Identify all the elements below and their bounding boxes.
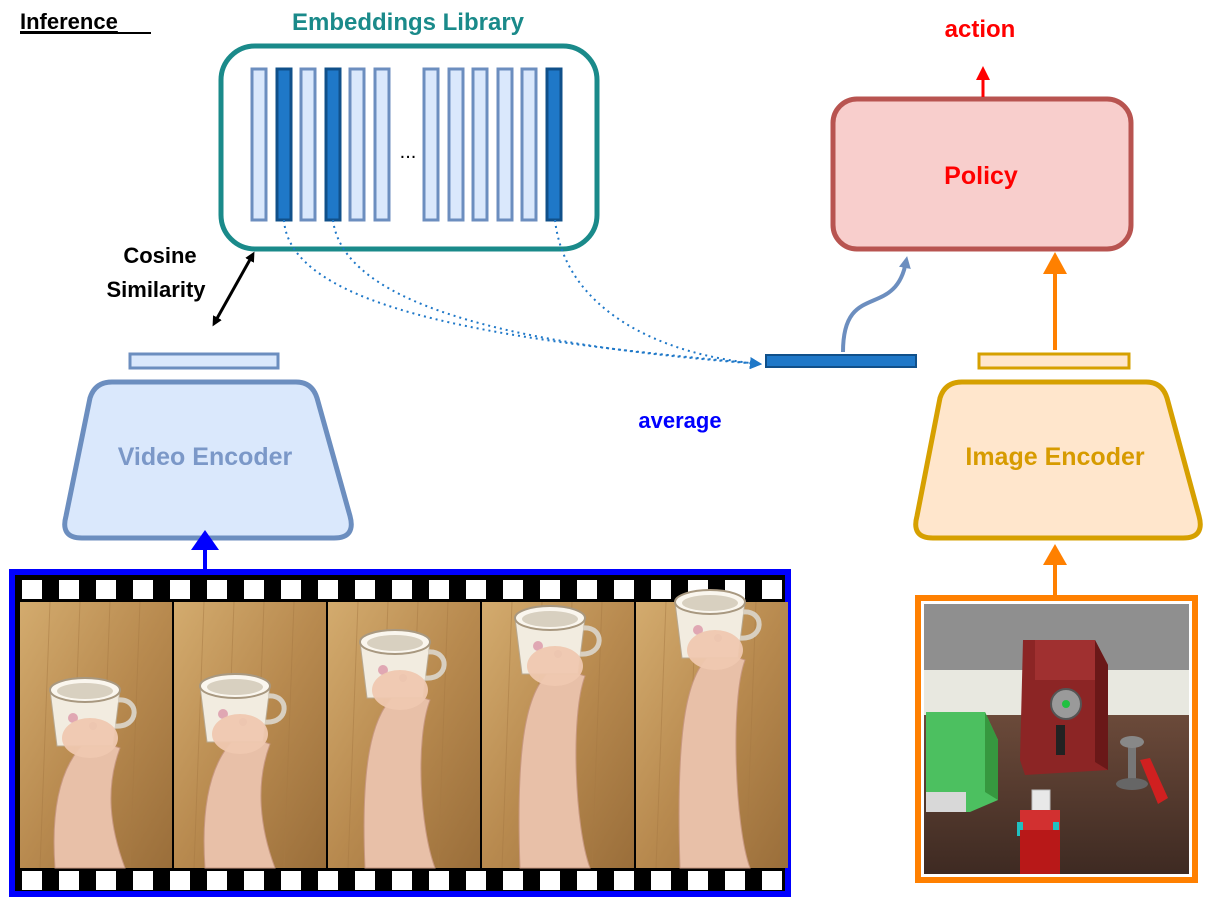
action-label: action [945,16,1016,43]
video-frame [636,589,788,869]
embeddings-library-label: Embeddings Library [292,9,525,36]
image-embedding-vector [977,352,1131,370]
sprocket-hole [22,580,42,599]
embedding-bars [250,67,563,222]
sprocket-hole [392,871,412,890]
averaged-embedding-vector [765,354,917,368]
embedding-bar [471,67,489,222]
dotted-link-embedding-4 [332,219,762,370]
sprocket-hole [133,580,153,599]
policy-block [830,96,1134,252]
sprocket-hole [59,580,79,599]
video-frame [174,601,326,869]
action-arrowhead [976,66,990,80]
sprocket-hole [59,871,79,890]
sprocket-hole [614,871,634,890]
cosine-similarity-arrow [212,251,255,327]
sprocket-hole [614,580,634,599]
sprocket-hole [281,580,301,599]
image-to-encoder-arrowhead [1043,544,1067,565]
sprocket-hole [503,580,523,599]
sprocket-hole [762,580,782,599]
inference-title: Inference [20,9,118,34]
embedding-bar [422,67,440,222]
robot-sim-image [915,595,1198,883]
film-sprocket-holes [22,580,782,890]
similarity-label: Similarity [106,277,206,302]
sprocket-hole [429,871,449,890]
sprocket-hole [96,871,116,890]
sprocket-hole [577,871,597,890]
embedding-bar [373,67,391,222]
sprocket-hole [688,871,708,890]
embedding-bar-selected [324,67,342,222]
embedding-bar [496,67,514,222]
sprocket-hole [577,580,597,599]
video-encoder-block [62,379,354,541]
sprocket-hole [762,871,782,890]
sprocket-hole [466,871,486,890]
sprocket-hole [651,871,671,890]
cosine-label: Cosine [123,243,196,268]
average-to-policy-arrow [841,256,911,353]
sprocket-hole [133,871,153,890]
sprocket-hole [540,871,560,890]
sprocket-hole [244,871,264,890]
sprocket-hole [725,871,745,890]
video-encoder-label: Video Encoder [118,443,293,471]
sprocket-hole [170,871,190,890]
sprocket-hole [318,871,338,890]
video-to-encoder-arrowhead [191,530,219,550]
embedding-bar [447,67,465,222]
policy-label: Policy [944,162,1018,190]
video-frames [20,589,788,869]
average-label: average [638,408,721,433]
image-encoder-block [913,379,1203,541]
sprocket-hole [392,580,412,599]
embedding-bar-selected [545,67,563,222]
sprocket-hole [651,580,671,599]
sprocket-hole [355,871,375,890]
embeddings-ellipsis: ... [400,141,417,163]
sprocket-hole [503,871,523,890]
sprocket-hole [540,580,560,599]
sprocket-hole [281,871,301,890]
video-embedding-vector [128,352,280,370]
embedding-bar [520,67,538,222]
sprocket-hole [244,580,264,599]
embedding-bar [299,67,317,222]
sprocket-hole [318,580,338,599]
sprocket-hole [170,580,190,599]
sprocket-hole [22,871,42,890]
dotted-link-embedding-13 [554,219,762,370]
embedding-bar [348,67,366,222]
video-frame [328,601,480,869]
sprocket-hole [207,580,227,599]
embedding-bar [250,67,268,222]
sprocket-hole [207,871,227,890]
embedding-bar-selected [275,67,293,222]
sprocket-hole [355,580,375,599]
sprocket-hole [429,580,449,599]
image-encoder-label: Image Encoder [965,443,1144,471]
video-frame [482,601,634,869]
image-encoder-to-policy-arrowhead [1043,252,1067,274]
sprocket-hole [96,580,116,599]
video-frame [20,601,172,869]
sprocket-hole [466,580,486,599]
